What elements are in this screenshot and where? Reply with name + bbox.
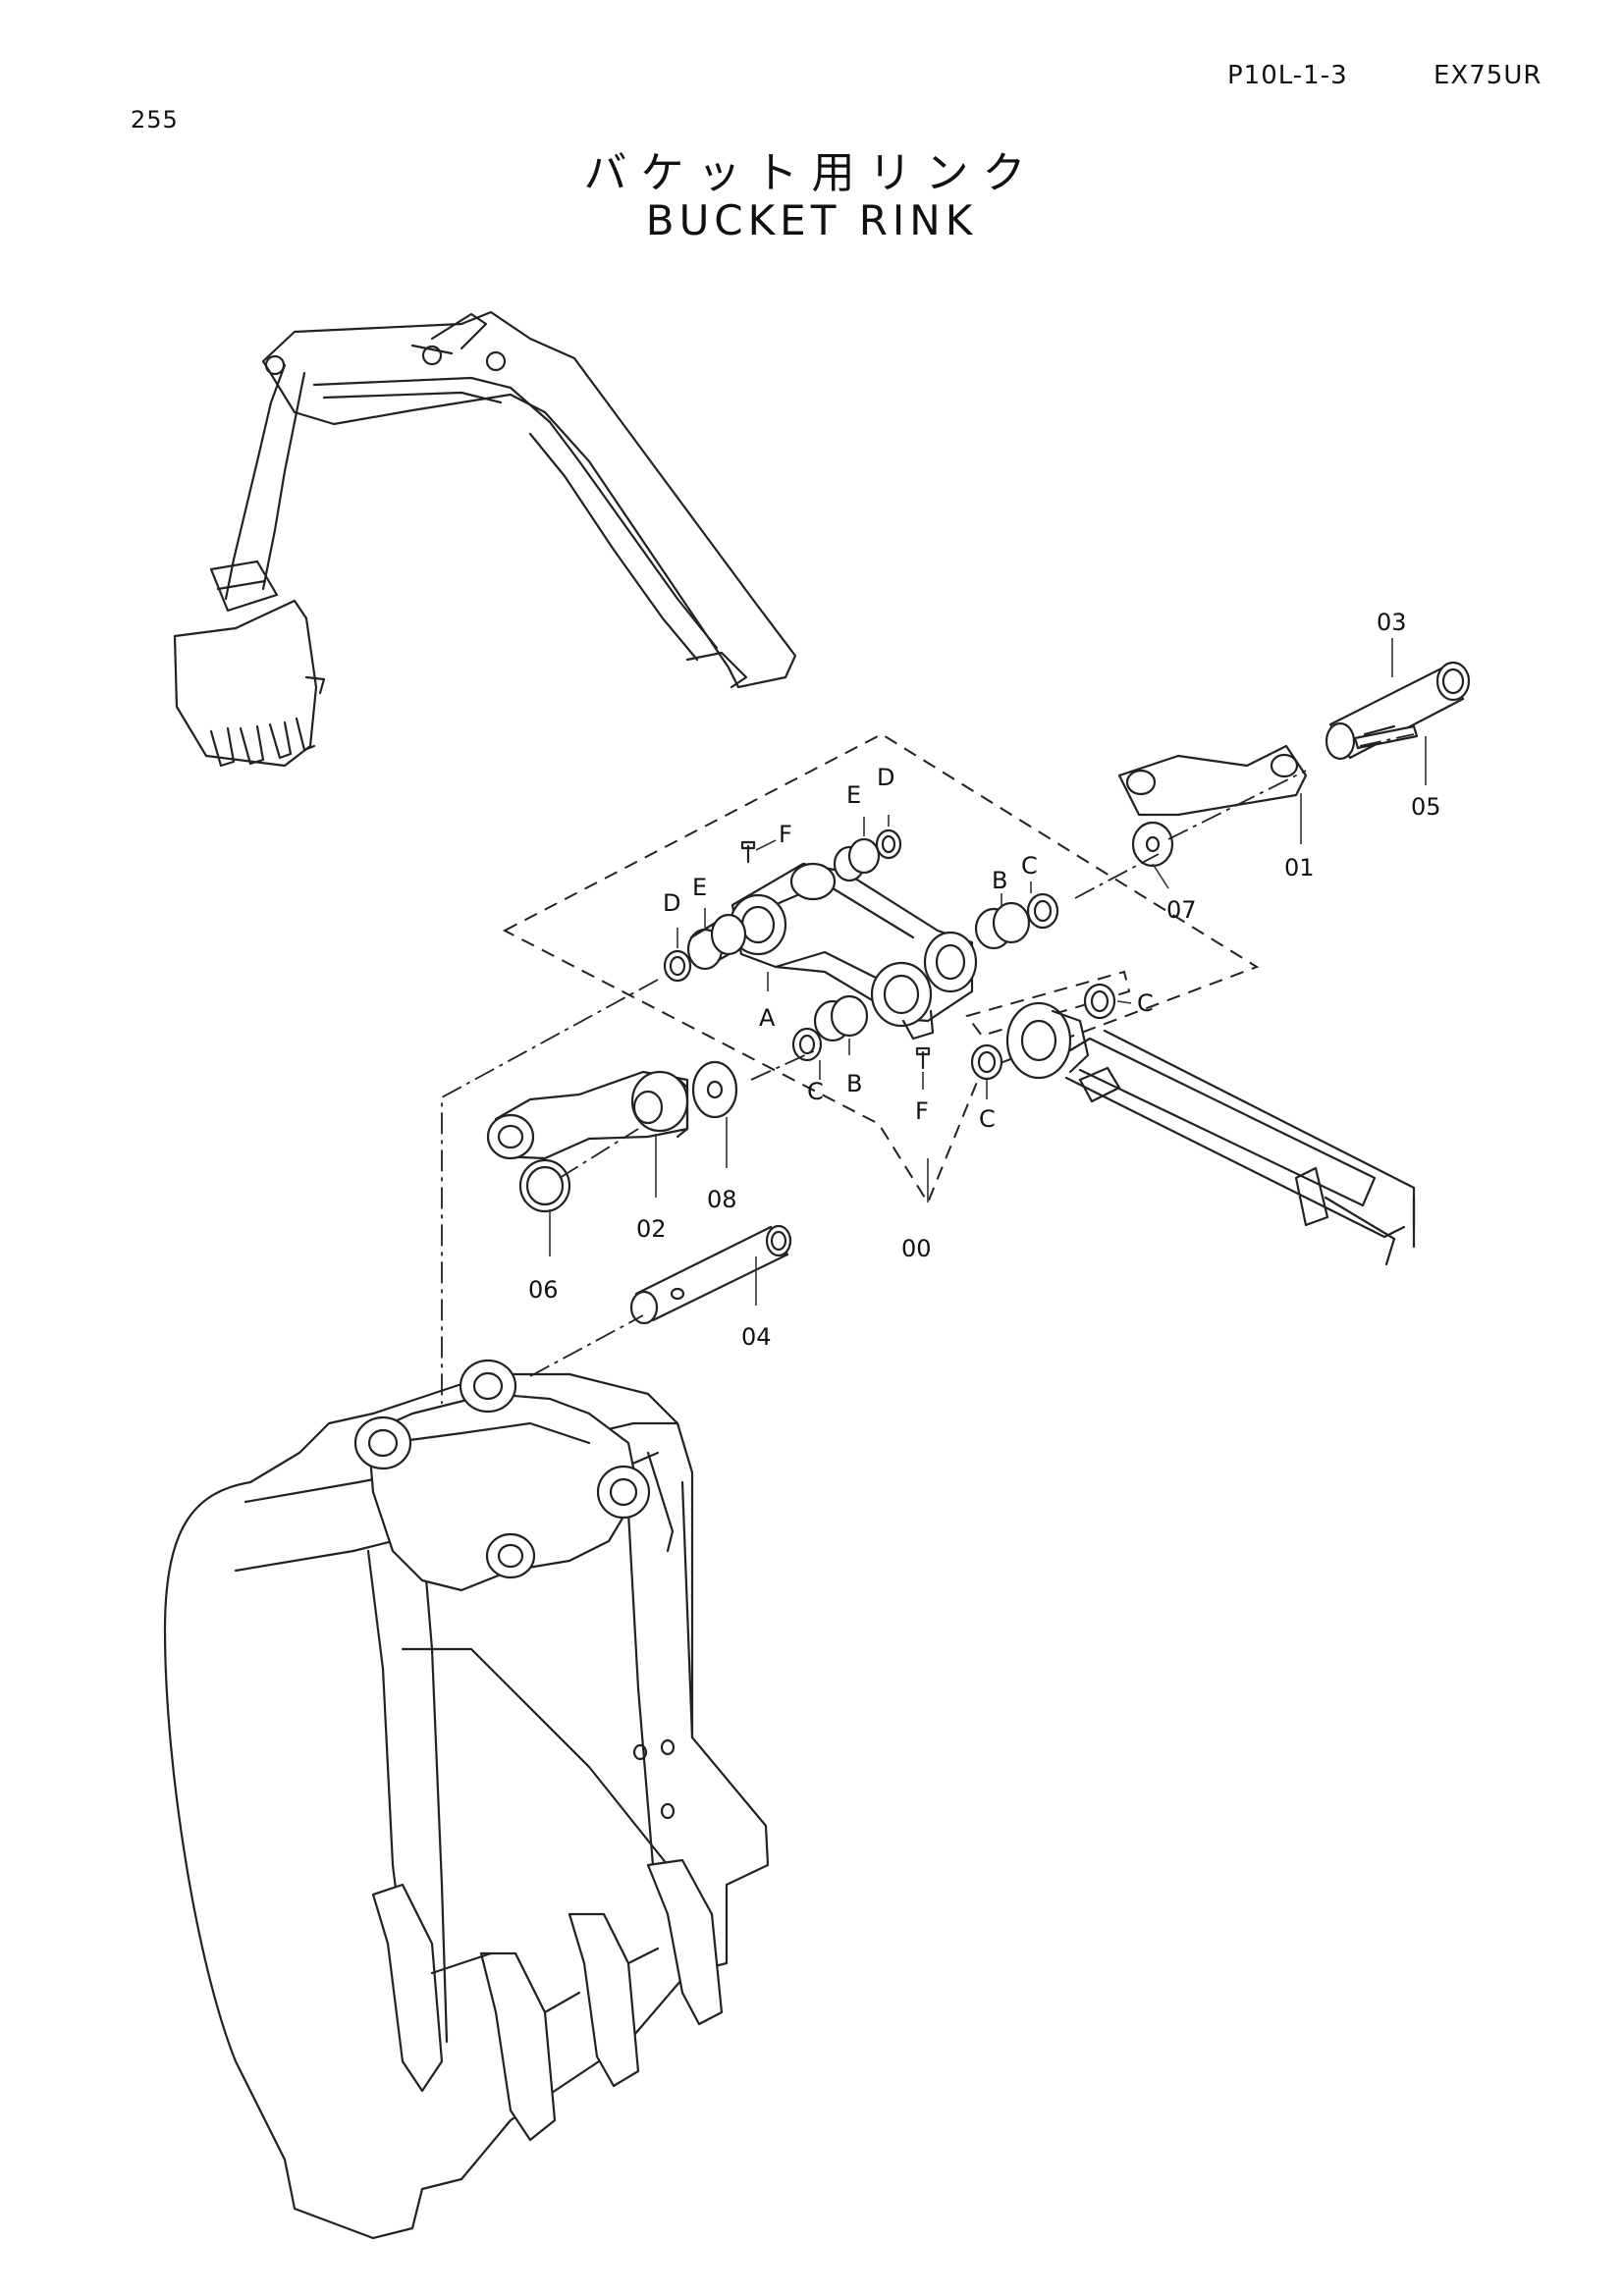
callout-B-lower: B [846, 1070, 862, 1097]
callout-E-top: E [846, 781, 861, 809]
callout-A: A [759, 1004, 776, 1032]
callout-03: 03 [1377, 609, 1407, 636]
callout-07: 07 [1166, 896, 1197, 924]
callout-08: 08 [707, 1186, 737, 1213]
side-plate-01 [1117, 744, 1308, 817]
callout-C-upper: C [1021, 852, 1038, 880]
callout-06: 06 [528, 1276, 559, 1304]
callout-00: 00 [901, 1235, 932, 1262]
side-link-02 [486, 1070, 689, 1160]
model-code: EX75UR [1434, 61, 1542, 90]
pin-03 [1325, 661, 1471, 761]
callout-B-upper: B [992, 867, 1007, 894]
callout-C-cylinder-high: C [1137, 989, 1154, 1017]
bushings-seals [663, 828, 1116, 1081]
title-japanese: バケット用リンク [583, 148, 1040, 198]
callout-F-top: F [779, 821, 792, 848]
overview-arm-illustration [173, 310, 797, 768]
callout-D-top: D [877, 764, 894, 791]
hydraulic-cylinder [1005, 1001, 1416, 1266]
callout-C-lower: C [807, 1078, 824, 1105]
washer-07 [1131, 821, 1174, 868]
callout-02: 02 [636, 1215, 667, 1243]
washer-08 [691, 1060, 738, 1119]
ring-06 [518, 1158, 571, 1213]
callout-F-lower: F [915, 1097, 929, 1125]
callout-E-left: E [692, 874, 707, 901]
callout-C-cylinder-low: C [979, 1105, 996, 1133]
callout-04: 04 [741, 1323, 772, 1351]
bucket-assembly [163, 1359, 770, 2240]
callout-labels: 03 05 01 07 00 02 08 06 04 A B B C C C C… [528, 609, 1441, 1351]
callout-D-left: D [663, 889, 680, 917]
document-code: P10L-1-3 [1227, 61, 1348, 90]
page-number: 255 [131, 106, 179, 133]
assembly-chain-lines [441, 733, 1415, 1404]
callout-05: 05 [1411, 793, 1441, 821]
pin-04 [629, 1224, 792, 1325]
title-english: BUCKET RINK [645, 196, 978, 244]
bolt-05 [1353, 724, 1419, 750]
callout-01: 01 [1284, 854, 1315, 881]
leader-lines [549, 638, 1427, 1306]
